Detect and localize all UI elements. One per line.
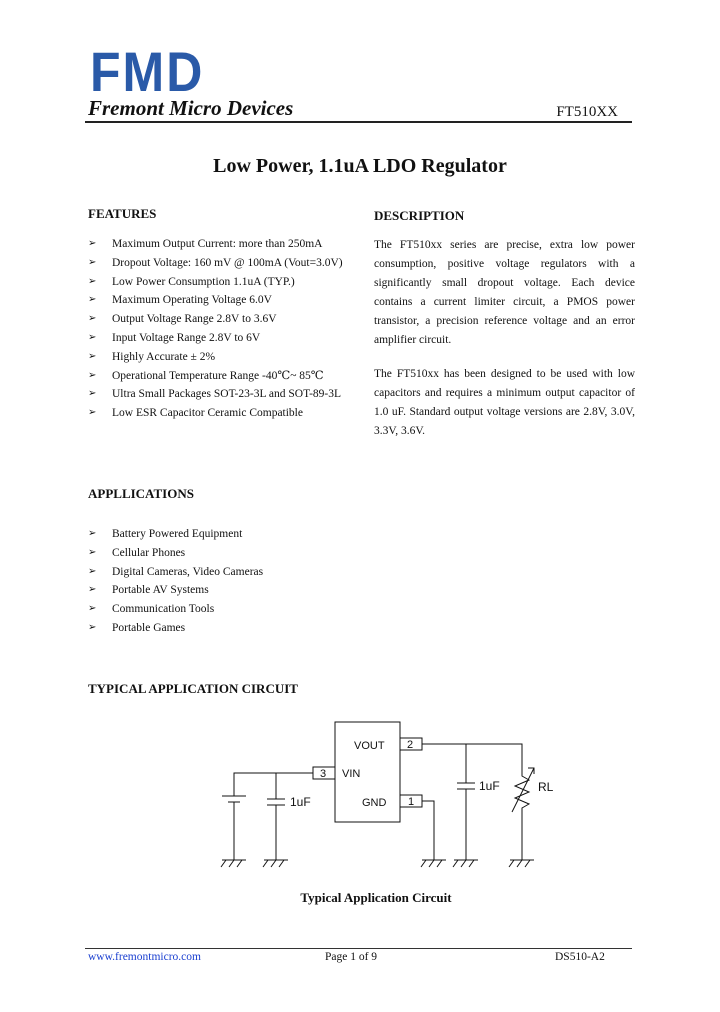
- bullet-arrow-icon: ➢: [88, 528, 97, 539]
- list-item-text: Operational Temperature Range -40℃~ 85℃: [112, 369, 324, 382]
- list-item: ➢ Highly Accurate ± 2%: [88, 348, 349, 367]
- description-paragraph: The FT510xx series are precise, extra lo…: [374, 239, 635, 346]
- list-item: ➢ Operational Temperature Range -40℃~ 85℃: [88, 367, 349, 386]
- applications-heading: APPLLICATIONS: [88, 486, 194, 501]
- list-item-text: Battery Powered Equipment: [112, 528, 243, 540]
- part-number: FT510XX: [556, 104, 618, 120]
- list-item-text: Low ESR Capacitor Ceramic Compatible: [112, 407, 303, 420]
- list-item-text: Dropout Voltage: 160 mV @ 100mA (Vout=3.…: [112, 256, 343, 269]
- bullet-arrow-icon: ➢: [88, 584, 97, 596]
- bullet-arrow-icon: ➢: [88, 621, 97, 633]
- list-item-text: Maximum Operating Voltage 6.0V: [112, 294, 272, 307]
- pin-label-vin: VIN: [342, 768, 360, 780]
- list-item-text: Communication Tools: [112, 603, 215, 616]
- bullet-arrow-icon: ➢: [88, 369, 97, 381]
- ground-icon: [452, 859, 478, 868]
- circuit-caption: Typical Application Circuit: [300, 890, 452, 905]
- applications-list: ➢ Battery Powered Equipment ➢ Cellular Phon…: [88, 525, 388, 638]
- vout-wire: [422, 743, 523, 772]
- list-item-text: Highly Accurate ± 2%: [112, 350, 216, 363]
- features-list: ➢ Maximum Output Current: more than 250mA…: [88, 235, 349, 423]
- bullet-arrow-icon: ➢: [88, 350, 97, 362]
- bullet-arrow-icon: ➢: [88, 565, 97, 577]
- ground-icon: [262, 859, 288, 868]
- bullet-arrow-icon: ➢: [88, 603, 97, 615]
- description-paragraph: The FT510xx has been designed to be used…: [374, 368, 635, 438]
- bullet-arrow-icon: ➢: [88, 294, 97, 306]
- pin-label-vout: VOUT: [354, 740, 385, 752]
- list-item: ➢ Ultra Small Packages SOT-23-3L and SOT-…: [88, 385, 349, 404]
- list-item: ➢ Communication Tools: [88, 600, 388, 619]
- list-item: ➢ Low Power Consumption 1.1uA (TYP.): [88, 273, 349, 292]
- bullet-arrow-icon: ➢: [88, 546, 97, 558]
- pin-number-gnd: 1: [408, 796, 414, 808]
- list-item: ➢ Maximum Output Current: more than 250mA: [88, 235, 349, 254]
- bullet-arrow-icon: ➢: [88, 388, 97, 400]
- description-heading: DESCRIPTION: [374, 208, 465, 223]
- ground-icon: [420, 859, 446, 868]
- list-item: ➢ Portable AV Systems: [88, 581, 388, 600]
- pin-number-vin: 3: [320, 768, 326, 780]
- list-item: ➢ Low ESR Capacitor Ceramic Compatible: [88, 404, 349, 423]
- rl-variable-arrow: [511, 767, 535, 813]
- list-item-text: Cellular Phones: [112, 546, 186, 559]
- website-link[interactable]: www.fremontmicro.com: [88, 951, 201, 963]
- bullet-arrow-icon: ➢: [88, 275, 97, 287]
- document-title: Low Power, 1.1uA LDO Regulator: [213, 155, 507, 177]
- vin-wire: [233, 772, 313, 796]
- rl-arrow-head: [528, 767, 535, 774]
- bullet-arrow-icon: ➢: [88, 331, 97, 343]
- document-id: DS510-A2: [555, 951, 605, 963]
- cin-label: 1uF: [290, 795, 311, 809]
- description-body: The FT510xx series are precise, extra lo…: [374, 236, 635, 457]
- fmd-logo: FMD: [90, 40, 205, 104]
- list-item-text: Low Power Consumption 1.1uA (TYP.): [112, 275, 295, 288]
- list-item-text: Ultra Small Packages SOT-23-3L and SOT-8…: [112, 388, 342, 401]
- bullet-arrow-icon: ➢: [88, 238, 97, 249]
- cout-label: 1uF: [479, 779, 500, 793]
- ground-icon: [220, 859, 246, 868]
- list-item-text: Maximum Output Current: more than 250mA: [112, 238, 323, 250]
- rl-label: RL: [538, 780, 554, 794]
- header-rule: [85, 121, 632, 123]
- rl-resistor: [513, 772, 531, 860]
- list-item: ➢ Cellular Phones: [88, 544, 388, 563]
- list-item-text: Input Voltage Range 2.8V to 6V: [112, 331, 261, 344]
- page-number: Page 1 of 9: [325, 951, 378, 963]
- list-item: ➢ Portable Games: [88, 619, 388, 638]
- circuit-heading: TYPICAL APPLICATION CIRCUIT: [88, 681, 298, 696]
- list-item-text: Portable AV Systems: [112, 584, 209, 597]
- bullet-arrow-icon: ➢: [88, 407, 97, 419]
- list-item: ➢ Input Voltage Range 2.8V to 6V: [88, 329, 349, 348]
- list-item: ➢ Maximum Operating Voltage 6.0V: [88, 291, 349, 310]
- ground-icon: [508, 859, 534, 868]
- footer-rule: [85, 948, 632, 949]
- list-item-text: Output Voltage Range 2.8V to 3.6V: [112, 313, 277, 326]
- gnd-wire: [422, 800, 435, 860]
- list-item-text: Portable Games: [112, 621, 186, 634]
- list-item: ➢ Dropout Voltage: 160 mV @ 100mA (Vout=3…: [88, 254, 349, 273]
- list-item-text: Digital Cameras, Video Cameras: [112, 565, 264, 578]
- company-name: Fremont Micro Devices: [88, 96, 294, 120]
- pin-label-gnd: GND: [362, 797, 387, 809]
- list-item: ➢ Output Voltage Range 2.8V to 3.6V: [88, 310, 349, 329]
- bullet-arrow-icon: ➢: [88, 256, 97, 268]
- list-item: ➢ Digital Cameras, Video Cameras: [88, 563, 388, 582]
- bullet-arrow-icon: ➢: [88, 313, 97, 325]
- pin-number-vout: 2: [407, 739, 413, 751]
- list-item: ➢ Battery Powered Equipment: [88, 525, 388, 544]
- features-heading: FEATURES: [88, 206, 157, 221]
